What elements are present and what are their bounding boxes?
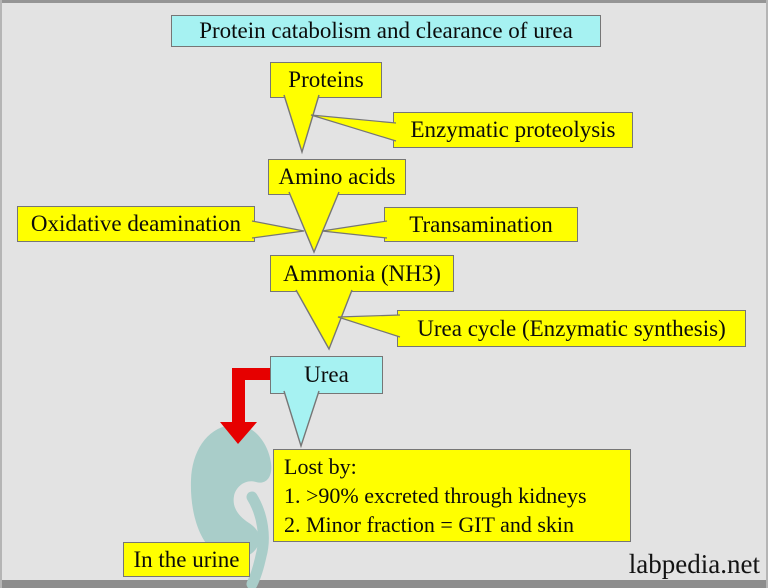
node-amino-acids-label: Amino acids bbox=[278, 164, 396, 189]
lost-by-line2: 2. Minor fraction = GIT and skin bbox=[284, 512, 575, 537]
frame-top bbox=[0, 0, 768, 3]
diagram-title: Protein catabolism and clearance of urea bbox=[199, 18, 573, 43]
kidney-icon bbox=[190, 424, 272, 559]
node-urea-label: Urea bbox=[304, 362, 349, 387]
red-arrow-icon bbox=[220, 368, 272, 444]
node-enzymatic-proteolysis: Enzymatic proteolysis bbox=[393, 112, 633, 148]
node-amino-acids: Amino acids bbox=[268, 159, 406, 195]
title-box: Protein catabolism and clearance of urea bbox=[171, 15, 601, 47]
lost-by-line1: 1. >90% excreted through kidneys bbox=[284, 483, 587, 508]
frame-right bbox=[766, 0, 768, 588]
node-oxidative-deamination: Oxidative deamination bbox=[17, 206, 255, 242]
node-lost-by: Lost by: 1. >90% excreted through kidney… bbox=[273, 449, 631, 542]
node-ammonia: Ammonia (NH3) bbox=[270, 255, 454, 292]
lost-by-heading: Lost by: bbox=[284, 454, 357, 479]
node-urea: Urea bbox=[270, 356, 383, 394]
node-proteins-label: Proteins bbox=[288, 67, 364, 92]
ureter-icon bbox=[246, 491, 269, 588]
node-enzymatic-proteolysis-label: Enzymatic proteolysis bbox=[410, 117, 616, 142]
node-in-the-urine-label: In the urine bbox=[133, 546, 240, 572]
node-transamination: Transamination bbox=[384, 207, 578, 242]
frame-bottom bbox=[0, 580, 768, 588]
node-oxidative-deamination-label: Oxidative deamination bbox=[30, 211, 242, 236]
node-transamination-label: Transamination bbox=[409, 211, 553, 237]
node-urea-cycle: Urea cycle (Enzymatic synthesis) bbox=[397, 310, 746, 347]
node-urea-cycle-label: Urea cycle (Enzymatic synthesis) bbox=[417, 315, 726, 341]
watermark-text: labpedia.net bbox=[628, 549, 760, 579]
node-in-the-urine: In the urine bbox=[123, 542, 250, 577]
node-proteins: Proteins bbox=[270, 62, 382, 98]
frame-left bbox=[0, 0, 2, 588]
node-ammonia-label: Ammonia (NH3) bbox=[283, 260, 441, 286]
